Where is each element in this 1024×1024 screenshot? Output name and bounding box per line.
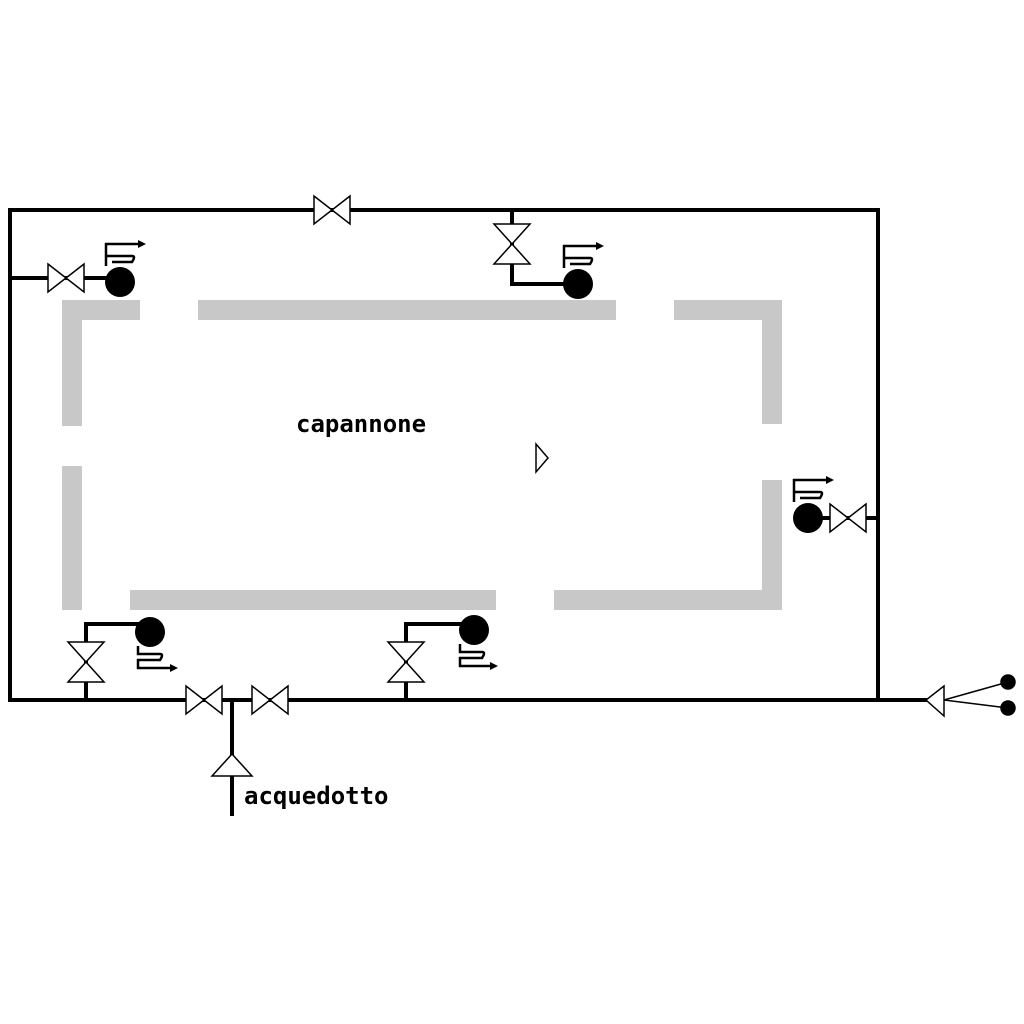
valve-top-right-branch xyxy=(493,223,531,265)
wall-top-right xyxy=(674,300,782,320)
valve-bottom-left-branch xyxy=(67,641,105,683)
hydrant-right xyxy=(793,503,823,533)
check-valves xyxy=(210,441,945,777)
valve-bottom-middle-branch xyxy=(387,641,425,683)
siamese-inlet-upper xyxy=(1000,674,1016,690)
siamese-line-lower xyxy=(943,699,1009,709)
hydrants xyxy=(105,267,823,647)
hydrant-top-right xyxy=(563,269,593,299)
hydrant-top-left xyxy=(105,267,135,297)
valve-right-branch xyxy=(829,503,867,533)
wall-left-lower xyxy=(62,466,82,610)
building-label: capannone xyxy=(296,410,426,438)
hose-icon-top-left xyxy=(104,240,146,266)
check-valve-siamese-icon xyxy=(924,684,945,718)
valves xyxy=(47,195,867,715)
check-valve-interior-icon xyxy=(535,441,549,475)
fire-brigade-connection xyxy=(943,674,1016,716)
hose-icon-bottom-middle xyxy=(458,644,498,670)
valve-ring-bottom-right xyxy=(251,685,289,715)
wall-bottom-right xyxy=(554,590,782,610)
hose-icon-right xyxy=(792,476,834,502)
siamese-line-upper xyxy=(943,681,1009,701)
wall-right-lower xyxy=(762,480,782,610)
hydrant-bottom-left xyxy=(135,617,165,647)
check-valve-inlet-icon xyxy=(210,752,254,777)
ring-pipe xyxy=(8,208,880,702)
wall-left-upper xyxy=(62,300,82,426)
wall-bottom-left xyxy=(130,590,496,610)
valve-top-left-branch xyxy=(47,263,85,293)
building-walls xyxy=(62,300,782,610)
valve-ring-bottom-left xyxy=(185,685,223,715)
hose-icon-top-right xyxy=(562,242,604,268)
hydrant-bottom-middle xyxy=(459,615,489,645)
water-supply-label: acquedotto xyxy=(244,782,389,810)
valve-top-ring xyxy=(313,195,351,225)
siamese-inlet-lower xyxy=(1000,700,1016,716)
hose-icon-bottom-left xyxy=(136,646,178,672)
wall-top-middle xyxy=(198,300,616,320)
hose-symbols xyxy=(104,240,834,672)
wall-right-upper xyxy=(762,300,782,424)
